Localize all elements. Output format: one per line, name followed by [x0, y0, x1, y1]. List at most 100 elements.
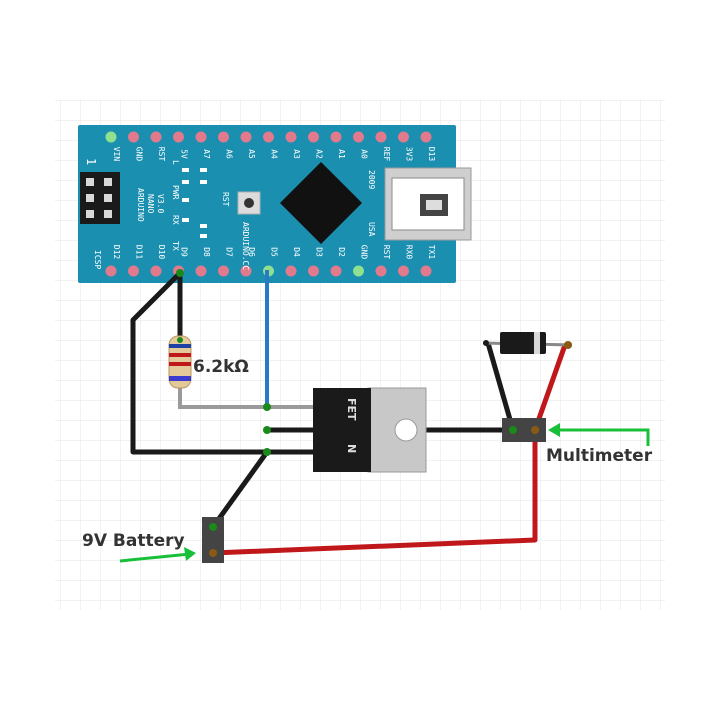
- bottom-pin-label-d11: D11: [135, 245, 144, 260]
- top-pin-label-vin: VIN: [112, 147, 121, 162]
- bottom-pin-tx1: [420, 265, 432, 277]
- diode: [482, 332, 573, 354]
- top-pin-a5: [240, 131, 252, 143]
- bottom-pin-rst: [375, 265, 387, 277]
- led-label-l: L: [171, 160, 180, 165]
- top-pin-gnd: [128, 131, 139, 143]
- top-pin-a1: [330, 131, 342, 143]
- multimeter-arrow: [552, 428, 650, 446]
- header-index-label: 1: [84, 158, 98, 165]
- bottom-pin-label-gnd: GND: [360, 245, 369, 260]
- reset-button-cap: [244, 198, 254, 208]
- bottom-pin-label-rx0: RX0: [405, 245, 414, 260]
- battery-label: 9V Battery: [82, 531, 185, 551]
- diode-end-left: [483, 340, 489, 346]
- bottom-pin-label-rst: RST: [382, 245, 391, 260]
- board-model-label: NANO: [146, 194, 155, 213]
- top-pin-a0: [353, 131, 364, 143]
- mosfet-body: [313, 388, 371, 472]
- mosfet-marking-bottom: N: [345, 444, 358, 453]
- resistor-value-label: 6.2kΩ: [193, 357, 249, 377]
- country-label: USA: [367, 222, 376, 237]
- year-label: 2009: [367, 170, 376, 189]
- bottom-pin-label-d2: D2: [337, 247, 346, 257]
- top-pin-label-a3: A3: [292, 149, 301, 159]
- top-pin-d13: [420, 131, 432, 143]
- usb-connector: [384, 167, 472, 241]
- board-version-label: V3.0: [156, 194, 165, 213]
- bottom-pin-row: [105, 265, 432, 277]
- top-pin-a4: [263, 131, 274, 143]
- bottom-pin-label-d7: D7: [225, 247, 234, 257]
- top-pin-a2: [308, 131, 319, 143]
- top-pin-label-a0: A0: [360, 149, 369, 159]
- bottom-pin-label-d4: D4: [292, 247, 301, 257]
- top-pin-vin: [105, 131, 117, 143]
- brand-label: ARDUINO.CC: [241, 222, 250, 270]
- top-pin-label-a1: A1: [337, 149, 346, 159]
- top-pin-label-a6: A6: [225, 149, 234, 159]
- diode-leg-left: [485, 342, 516, 431]
- multimeter-arrowhead: [548, 423, 560, 437]
- top-pin-5v: [173, 131, 184, 143]
- ground-wire-black: [130, 271, 270, 529]
- bottom-pin-d3: [308, 265, 319, 277]
- bottom-pin-label-tx1: TX1: [427, 245, 436, 260]
- led-label-tx: TX: [171, 241, 180, 251]
- bottom-pin-label-d6: D6: [247, 247, 256, 257]
- board-name-label: ARDUINO: [136, 188, 145, 222]
- wiring: [130, 270, 568, 556]
- reset-button-label: RST: [221, 192, 230, 207]
- battery-header: [202, 517, 224, 563]
- top-pin-a7: [195, 131, 207, 143]
- bottom-pin-d10: [150, 265, 162, 277]
- mosfet-marking-top: FET: [345, 398, 358, 421]
- top-pin-3v3: [398, 131, 409, 143]
- bottom-pin-d12: [105, 265, 117, 277]
- top-pin-label-a4: A4: [270, 149, 279, 159]
- top-pin-ref: [375, 131, 387, 143]
- board-pcb: [78, 125, 456, 283]
- diode-end-right: [564, 341, 572, 349]
- mosfet-transistor: FET N: [313, 387, 427, 473]
- icsp-label: ICSP: [93, 250, 102, 269]
- top-pin-rst: [150, 131, 162, 143]
- status-leds: [182, 168, 207, 238]
- led-label-rx: RX: [171, 215, 180, 225]
- top-pin-a3: [285, 131, 297, 143]
- top-pin-row: [105, 131, 432, 143]
- wire-joints: [176, 269, 271, 456]
- bottom-pin-d8: [195, 265, 207, 277]
- battery-arrow: [119, 552, 191, 563]
- battery-arrowhead: [184, 547, 196, 561]
- top-pin-label-a5: A5: [247, 149, 256, 159]
- bottom-pin-gnd: [353, 265, 364, 277]
- multimeter-label: Multimeter: [546, 446, 653, 466]
- icsp-header: [80, 172, 120, 224]
- top-pin-label-3v3: 3V3: [405, 147, 414, 162]
- top-pin-label-a7: A7: [202, 149, 211, 159]
- multimeter-header: [502, 418, 546, 442]
- bottom-pin-d4: [285, 265, 297, 277]
- bottom-pin-label-d12: D12: [112, 245, 121, 260]
- top-pin-a6: [218, 131, 229, 143]
- bottom-pin-d2: [330, 265, 342, 277]
- bottom-pin-label-d10: D10: [157, 245, 166, 260]
- top-pin-label-5v: 5V: [180, 149, 189, 159]
- mosfet-tab-hole: [394, 418, 418, 442]
- bottom-pin-d7: [218, 265, 229, 277]
- diode-leg-right: [532, 344, 568, 431]
- bottom-pin-d6: [240, 265, 252, 277]
- top-pin-label-rst: RST: [157, 147, 166, 162]
- led-label-pwr: PWR: [171, 185, 180, 200]
- bottom-pin-label-d3: D3: [315, 247, 324, 257]
- resistor: [168, 335, 192, 389]
- bottom-pin-label-d9: D9: [180, 247, 189, 257]
- top-pin-label-gnd: GND: [135, 147, 144, 162]
- top-pin-label-ref: REF: [382, 147, 391, 162]
- bottom-pin-d11: [128, 265, 139, 277]
